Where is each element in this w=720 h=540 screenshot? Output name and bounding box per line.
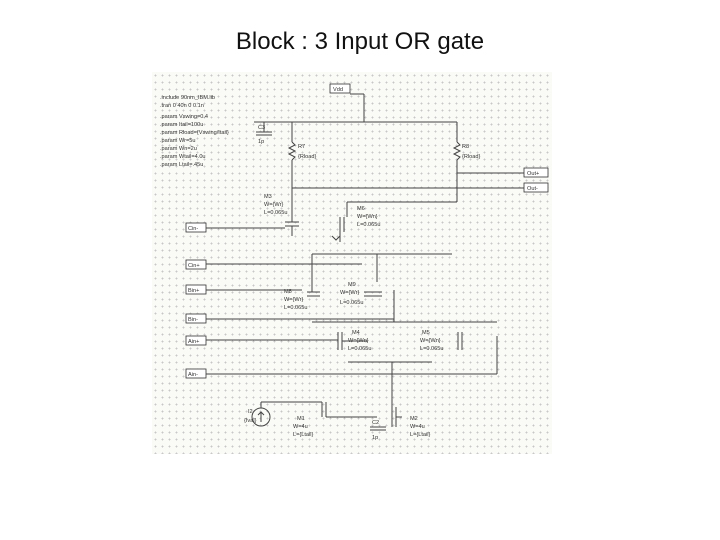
svg-text:M2: M2 bbox=[410, 416, 418, 422]
capacitor-c2: C2 1p bbox=[370, 420, 386, 441]
out-minus-port: Out- bbox=[523, 182, 549, 193]
transistor-m8: M8 W={Wr} L=0.065u bbox=[284, 289, 320, 311]
svg-text:I2: I2 bbox=[248, 409, 253, 415]
netlist-text: .include 90nm_IBM.lib .tran 0 40n 0 0.1n… bbox=[160, 95, 229, 168]
svg-text:L=0.065u: L=0.065u bbox=[420, 346, 444, 352]
svg-text:Ain+: Ain+ bbox=[188, 339, 199, 345]
transistor-m4: M4 W={Wn} L=0.065u bbox=[337, 330, 372, 352]
netlist-line: .tran 0 40n 0 0.1n bbox=[160, 103, 204, 109]
netlist-line: .param Vswing=0.4 bbox=[160, 114, 208, 120]
ain-minus-port: Ain- bbox=[185, 368, 207, 379]
svg-text:Out-: Out- bbox=[527, 186, 538, 192]
out-plus-port: Out+ bbox=[523, 167, 549, 178]
transistor-m1: M1 W=4u L={Ltail} bbox=[293, 402, 377, 438]
vdd-rail bbox=[254, 93, 458, 142]
svg-text:Bin-: Bin- bbox=[188, 317, 198, 323]
cin-minus-port: Cin- bbox=[185, 222, 207, 233]
slide-title: Block : 3 Input OR gate bbox=[235, 28, 485, 55]
transistor-m6: M6 W={Wn} L=0.065u bbox=[331, 206, 381, 242]
bin-minus-port: Bin- bbox=[185, 313, 207, 324]
svg-text:{Ival}: {Ival} bbox=[244, 418, 257, 424]
vdd-port: Vdd bbox=[329, 83, 351, 94]
svg-text:W={Wn}: W={Wn} bbox=[357, 214, 378, 220]
resistor-r8: R8 {Rload} bbox=[452, 141, 480, 173]
svg-text:Ain-: Ain- bbox=[188, 372, 198, 378]
svg-text:{Rload}: {Rload} bbox=[298, 154, 316, 160]
svg-text:L=0.065u: L=0.065u bbox=[357, 222, 381, 228]
netlist-line: .include 90nm_IBM.lib bbox=[160, 95, 215, 101]
svg-text:W={Wr}: W={Wr} bbox=[284, 297, 303, 303]
bin-plus-port: Bin+ bbox=[185, 284, 207, 295]
capacitor-c3: C3 1p bbox=[256, 125, 272, 145]
netlist-line: .param Wtail=4.0u bbox=[160, 154, 206, 160]
svg-text:L=0.065u: L=0.065u bbox=[284, 305, 308, 311]
svg-text:W={Wr}: W={Wr} bbox=[264, 202, 283, 208]
svg-text:W=4u: W=4u bbox=[293, 424, 308, 430]
output-nets bbox=[291, 172, 524, 222]
resistor-r7: R7 {Rload} bbox=[287, 141, 316, 176]
svg-text:M3: M3 bbox=[264, 194, 272, 200]
transistor-m3: M3 W={Wr} L=0.065u bbox=[264, 194, 299, 236]
svg-text:L={Ltail}: L={Ltail} bbox=[293, 432, 314, 438]
svg-text:M1: M1 bbox=[297, 416, 305, 422]
svg-text:L=0.065u: L=0.065u bbox=[348, 346, 372, 352]
schematic-drawing: .include 90nm_IBM.lib .tran 0 40n 0 0.1n… bbox=[160, 83, 549, 441]
svg-text:W={Wn}: W={Wn} bbox=[420, 338, 441, 344]
circuit-schematic: .include 90nm_IBM.lib .tran 0 40n 0 0.1n… bbox=[152, 72, 552, 454]
svg-text:M6: M6 bbox=[357, 206, 365, 212]
svg-text:L=0.065u: L=0.065u bbox=[340, 300, 364, 306]
netlist-line: .param Wr=5u bbox=[160, 138, 196, 144]
netlist-line: .param Rload={Vswing/Itail} bbox=[160, 130, 229, 136]
svg-text:1p: 1p bbox=[258, 139, 264, 145]
svg-text:M9: M9 bbox=[348, 282, 356, 288]
transistor-m5: M5 W={Wn} L=0.065u bbox=[420, 330, 463, 352]
svg-text:{Rload}: {Rload} bbox=[462, 154, 480, 160]
transistor-m2: M2 W=4u L={Ltail} bbox=[391, 407, 431, 438]
svg-text:W={Wr}: W={Wr} bbox=[340, 290, 359, 296]
svg-text:Bin+: Bin+ bbox=[188, 288, 199, 294]
svg-text:R8: R8 bbox=[462, 144, 469, 150]
svg-text:Cin+: Cin+ bbox=[188, 263, 200, 269]
svg-text:R7: R7 bbox=[298, 144, 305, 150]
svg-text:Out+: Out+ bbox=[527, 171, 539, 177]
transistor-m9: M9 W={Wr} L=0.065u bbox=[340, 282, 395, 322]
svg-text:W=4u: W=4u bbox=[410, 424, 425, 430]
svg-text:Vdd: Vdd bbox=[333, 87, 343, 93]
svg-text:Cin-: Cin- bbox=[188, 226, 198, 232]
netlist-line: .param Ltail=.45u bbox=[160, 162, 203, 168]
netlist-line: .param Itail=100u bbox=[160, 122, 203, 128]
ain-plus-port: Ain+ bbox=[185, 335, 207, 346]
svg-text:C2: C2 bbox=[372, 420, 379, 426]
svg-text:M8: M8 bbox=[284, 289, 292, 295]
svg-text:C3: C3 bbox=[258, 125, 265, 131]
current-source-i2: I2 {Ival} bbox=[244, 401, 322, 427]
netlist-line: .param Wn=2u bbox=[160, 146, 197, 152]
svg-text:L=0.065u: L=0.065u bbox=[264, 210, 288, 216]
svg-text:1p: 1p bbox=[372, 435, 378, 441]
svg-text:L={Ltail}: L={Ltail} bbox=[410, 432, 431, 438]
svg-text:M5: M5 bbox=[422, 330, 430, 336]
svg-text:M4: M4 bbox=[352, 330, 360, 336]
cin-plus-port: Cin+ bbox=[185, 259, 207, 270]
